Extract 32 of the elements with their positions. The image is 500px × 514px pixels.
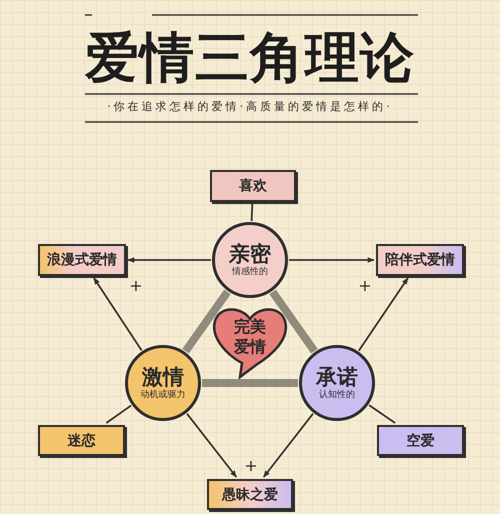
subtitle: ·你在追求怎样的爱情·高质量的爱情是怎样的·	[106, 99, 394, 114]
plus-sign: +	[357, 276, 373, 296]
arrow	[263, 413, 314, 478]
heart-text: 完美爱情	[233, 317, 267, 357]
arrow	[358, 277, 409, 352]
arrow	[93, 277, 142, 351]
circle-title: 激情	[142, 365, 184, 389]
label-box: 愚昧之爱	[207, 479, 293, 510]
plus-sign: +	[243, 456, 259, 476]
arrow	[127, 257, 211, 263]
label-box: 空爱	[377, 425, 464, 456]
circle-subtitle: 动机或驱力	[140, 389, 186, 401]
circle-title: 承诺	[316, 365, 358, 389]
circle-subtitle: 情感性的	[232, 266, 268, 278]
plus-sign: +	[128, 276, 144, 296]
circle-subtitle: 认知性的	[319, 389, 355, 401]
label-box: 陪伴式爱情	[376, 244, 464, 276]
connector-line	[106, 404, 132, 424]
triangle-side	[182, 290, 231, 354]
label-box: 喜欢	[210, 170, 296, 202]
triangle-side	[269, 290, 318, 354]
arrow	[186, 413, 237, 478]
connector-line	[368, 404, 396, 424]
connector-line	[250, 204, 254, 222]
title: 爱情三角理论	[84, 26, 416, 88]
arrow	[289, 257, 375, 263]
label-box: 迷恋	[38, 425, 125, 456]
label-box: 浪漫式爱情	[38, 244, 126, 276]
triangle-side	[202, 379, 298, 387]
circle-title: 亲密	[229, 242, 271, 266]
concept-circle	[299, 345, 375, 421]
concept-circle	[125, 345, 201, 421]
